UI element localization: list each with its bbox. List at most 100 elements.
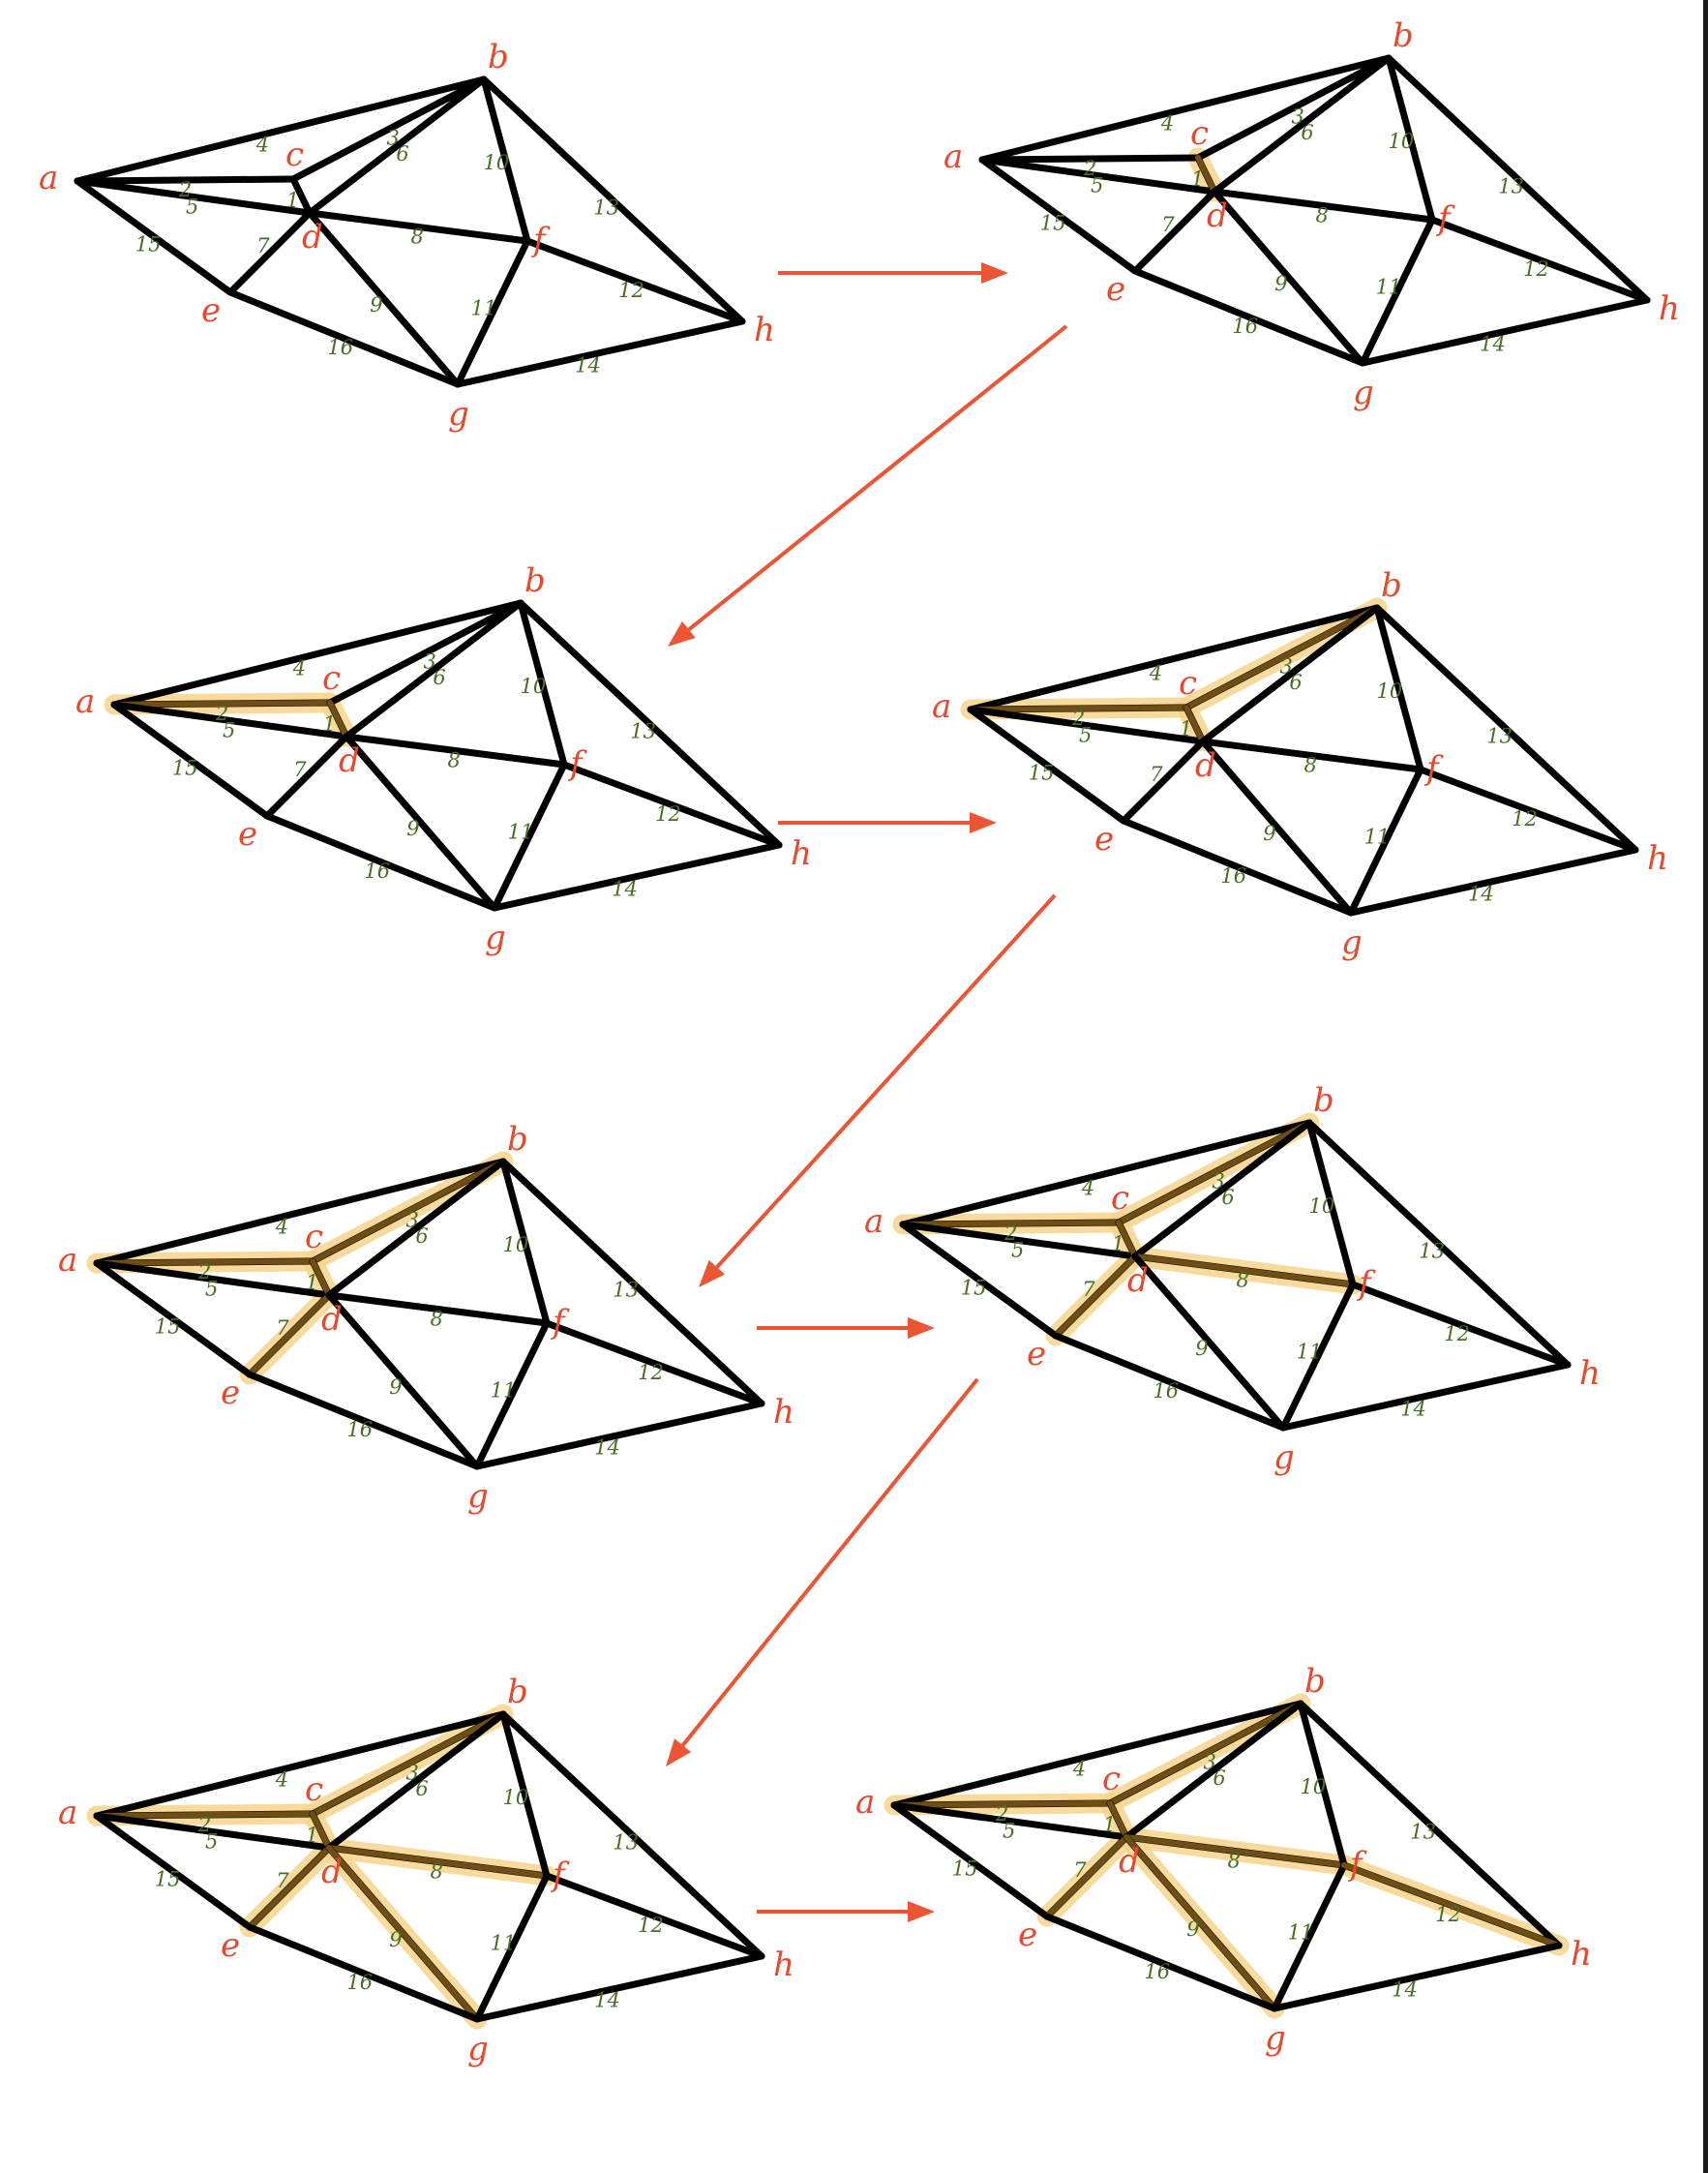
- edge-weight-c-b: 3: [386, 126, 399, 149]
- edge-f-h: [543, 1319, 765, 1407]
- edge-d-f: [1211, 188, 1436, 224]
- vertex-label-g: g: [1274, 1438, 1295, 1477]
- edge-d-b: [343, 599, 524, 740]
- vertex-label-f: f: [1435, 199, 1455, 238]
- edge-c-b: [289, 75, 488, 183]
- edge-b-f: [1373, 604, 1424, 773]
- edge-weight-e-g: 16: [346, 1418, 373, 1441]
- edge-b-f: [517, 599, 568, 769]
- vertex-label-h: h: [791, 834, 812, 873]
- edge-layer: [890, 1700, 1563, 2012]
- mst-edge-core-a-c: [94, 1811, 315, 1819]
- edge-weight-c-d: 1: [1112, 1232, 1124, 1255]
- vertex-label-f: f: [550, 1856, 570, 1894]
- vertex-label-d: d: [1127, 1261, 1149, 1300]
- edge-b-h: [480, 75, 746, 325]
- edge-d-f: [325, 1291, 551, 1327]
- edge-weight-b-f: 10: [1376, 679, 1402, 703]
- edge-weight-c-d: 1: [306, 1271, 318, 1294]
- edge-a-b: [890, 1700, 1304, 1809]
- edge-weight-a-e: 15: [952, 1857, 978, 1881]
- vertex-label-f: f: [1356, 1264, 1376, 1303]
- edge-b-f: [1385, 54, 1436, 224]
- edge-b-f: [1297, 1700, 1348, 1869]
- step-arrow-2: [668, 324, 1068, 647]
- edge-f-h: [560, 761, 783, 849]
- edge-f-g: [1347, 766, 1424, 917]
- edge-layer: [93, 1710, 765, 2023]
- edge-a-e: [74, 177, 234, 296]
- edge-b-f: [499, 1158, 551, 1327]
- edge-weight-d-b: 6: [396, 142, 408, 166]
- edge-weight-a-c: 2: [178, 178, 192, 201]
- edge-weight-b-f: 10: [1388, 130, 1414, 153]
- vertex-label-c: c: [1190, 114, 1209, 153]
- vertex-label-c: c: [285, 136, 304, 174]
- edge-weight-d-e: 7: [276, 1869, 289, 1892]
- edge-weight-d-f: 8: [411, 225, 424, 248]
- edge-d-f: [1199, 738, 1424, 773]
- edge-b-h: [1373, 604, 1639, 854]
- edge-g-h: [1359, 296, 1651, 367]
- edge-weight-d-f: 8: [1316, 203, 1329, 226]
- step-arrow-6: [666, 1377, 979, 1766]
- edge-weight-g-h: 14: [594, 1989, 620, 2012]
- mst-edge-core-c-d: [327, 700, 349, 739]
- edge-f-h: [543, 1872, 765, 1960]
- edge-weight-f-h: 12: [1523, 257, 1549, 281]
- edge-weight-c-d: 1: [323, 712, 336, 736]
- edge-weight-f-g: 11: [1376, 276, 1402, 299]
- vertex-label-b: b: [1381, 566, 1402, 605]
- edge-weight-e-g: 16: [1220, 864, 1246, 888]
- edge-weight-e-g: 16: [1153, 1379, 1179, 1403]
- edge-d-g: [325, 1291, 481, 1470]
- edge-d-b: [1131, 1119, 1313, 1260]
- edge-f-g: [454, 237, 531, 388]
- edge-weight-g-h: 14: [1392, 1978, 1418, 2002]
- arrow-head: [668, 620, 696, 647]
- edge-a-d: [978, 156, 1218, 196]
- edge-e-g: [1131, 267, 1366, 367]
- arrow-head: [699, 1259, 725, 1287]
- vertex-label-b: b: [1393, 16, 1414, 55]
- edge-weight-c-b: 3: [1203, 1750, 1215, 1773]
- mst-edge-core-c-d: [1116, 1220, 1138, 1259]
- vertex-label-a: a: [944, 137, 963, 176]
- vertex-label-h: h: [1659, 289, 1680, 328]
- vertex-label-f: f: [530, 221, 551, 259]
- vertex-label-g: g: [1265, 2019, 1286, 2058]
- edge-weight-d-g: 9: [389, 1928, 402, 1951]
- mst-edge-core-d-g: [1124, 1834, 1277, 2011]
- mst-edge-core-d-f: [1124, 1834, 1347, 1868]
- mst-edge-core-d-e: [1044, 1834, 1129, 1919]
- edge-f-g: [1271, 1861, 1348, 2012]
- edge-weight-c-b: 3: [405, 1761, 418, 1784]
- vertex-label-b: b: [488, 38, 509, 76]
- edge-a-d: [110, 701, 350, 740]
- vertex-label-e: e: [221, 1373, 240, 1412]
- edge-weight-f-g: 11: [1288, 1921, 1314, 1945]
- vertex-label-e: e: [1018, 1916, 1037, 1954]
- vertex-label-g: g: [467, 1477, 489, 1516]
- edge-weight-b-h: 13: [613, 1830, 639, 1854]
- edge-d-e: [1131, 188, 1218, 275]
- edge-weight-f-h: 12: [1435, 1903, 1461, 1926]
- edge-e-g: [246, 1923, 481, 2023]
- edge-weight-c-d: 1: [286, 189, 299, 212]
- mst-edge-core-d-e: [247, 1292, 332, 1377]
- edge-weight-b-h: 13: [630, 719, 656, 742]
- vertex-label-f: f: [567, 744, 587, 783]
- edge-b-h: [1385, 54, 1651, 304]
- edge-weight-f-h: 12: [1444, 1322, 1470, 1345]
- vertex-label-d: d: [339, 741, 360, 780]
- edge-d-b: [325, 1158, 507, 1299]
- mst-edge-core-d-f: [1132, 1253, 1356, 1287]
- vertex-label-a: a: [39, 159, 58, 197]
